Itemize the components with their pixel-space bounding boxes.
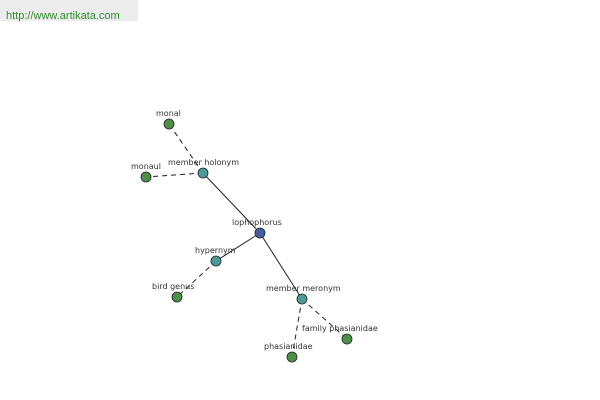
node-label-monal: monal — [156, 109, 181, 118]
node-label-member-holonym: member holonym — [168, 158, 239, 167]
node-family-phasianidae[interactable] — [341, 333, 353, 345]
node-phasianidae[interactable] — [286, 351, 298, 363]
edge-lophophorus-to-member-holonym — [202, 172, 261, 234]
node-label-phasianidae: phasianidae — [264, 342, 313, 351]
edge-member-meronym-to-family-phasianidae — [301, 298, 348, 340]
edges-layer — [145, 123, 348, 358]
node-monaul[interactable] — [140, 171, 152, 183]
site-url-link[interactable]: http://www.artikata.com — [6, 10, 120, 22]
node-bird-genus[interactable] — [171, 291, 183, 303]
edge-member-holonym-to-monal — [168, 123, 204, 174]
node-label-lophophorus: lophophorus — [232, 218, 282, 227]
edge-hypernym-to-bird-genus — [176, 260, 217, 298]
url-bar: http://www.artikata.com — [0, 0, 138, 22]
edge-member-meronym-to-phasianidae — [291, 298, 303, 358]
edge-member-holonym-to-monaul — [145, 172, 204, 178]
nodes-layer — [140, 118, 353, 363]
node-member-holonym[interactable] — [197, 167, 209, 179]
node-label-member-meronym: member meronym — [266, 284, 341, 293]
node-label-family-phasianidae: family phasianidae — [302, 324, 378, 333]
edge-lophophorus-to-member-meronym — [259, 232, 303, 300]
labels-layer: lophophorus member holonym hypernym member … — [131, 109, 378, 351]
node-label-bird-genus: bird genus — [152, 282, 194, 291]
node-lophophorus[interactable] — [254, 227, 266, 239]
node-hypernym[interactable] — [210, 255, 222, 267]
node-label-hypernym: hypernym — [195, 246, 236, 255]
node-label-monaul: monaul — [131, 162, 161, 171]
node-monal[interactable] — [163, 118, 175, 130]
edge-lophophorus-to-hypernym — [215, 232, 261, 262]
node-member-meronym[interactable] — [296, 293, 308, 305]
